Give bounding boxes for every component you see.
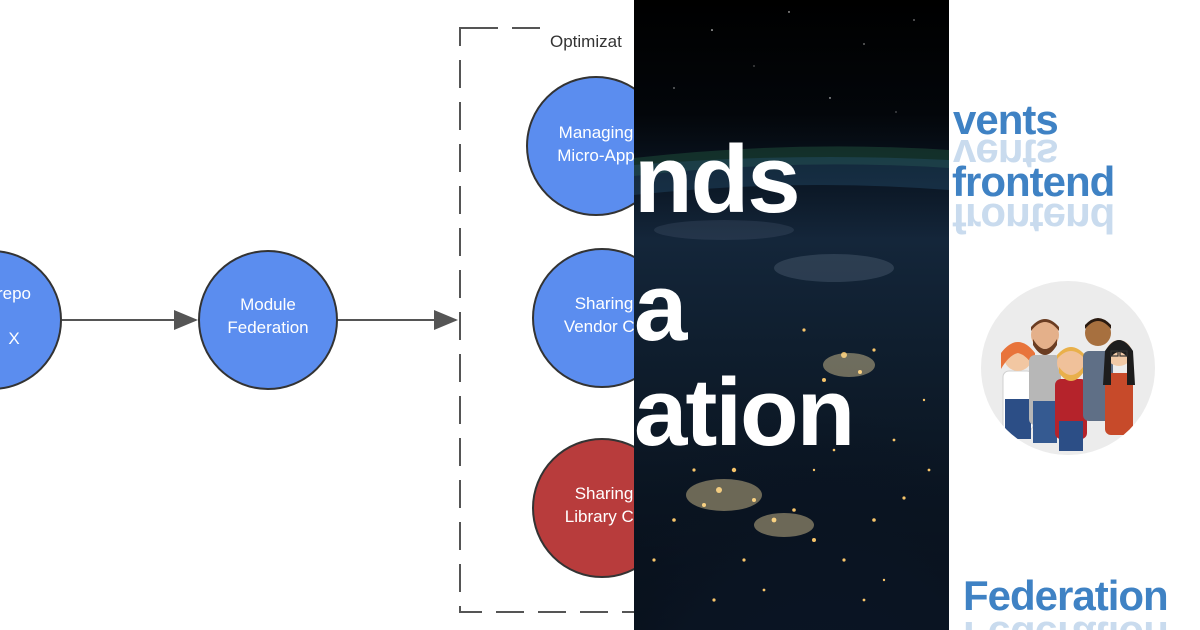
earth-night-cover-image: nds a ation [634,0,949,630]
node-label-line: repo [0,284,31,303]
node-circle [0,250,62,390]
logo-word-frontend-reflection: frontend [952,195,1115,242]
node-label-line: Federation [227,318,308,337]
node-label-line: Vendor Co [564,317,634,336]
cloud [654,220,794,240]
cover-title-line-2: a [634,254,687,361]
logo-word-frontend: frontend [952,158,1115,205]
node-module-federation: Module Federation [198,250,338,390]
city-lights [652,328,931,602]
node-label-line: Managing [559,123,634,142]
group-label: Optimizat [550,32,622,51]
node-managing-micro-apps: Managing Micro-App [526,76,634,216]
optimization-group-box [459,27,634,613]
logo-word-federation-reflection: Federation [963,612,1168,630]
logo-word-federation: Federation [963,572,1169,619]
atmosphere-glow [634,146,949,176]
earth-backdrop [634,11,949,602]
diagram-canvas: Optimizat repo X Module Federation Manag… [0,27,634,613]
federation-logo-panel: vents vents frontend frontend [949,0,1200,630]
node-label-line: Library Co [565,507,634,526]
cover-title-line-3: ation [634,359,855,466]
node-circle [526,76,634,216]
developer-group-illustration [981,281,1155,455]
node-label-line: Sharing [575,294,634,313]
node-label-line: Micro-App [557,146,634,165]
cloud [774,254,894,282]
node-label-line: Module [240,295,296,314]
city-glow [686,353,875,537]
node-monorepo: repo X [0,250,62,390]
node-sharing-library-code: Sharing Library Co [532,438,634,578]
node-sharing-vendor-code: Sharing Vendor Co [532,248,634,388]
horizon-haze [634,156,949,195]
people-icon [1001,318,1135,451]
stars [673,11,915,113]
cover-title-line-1: nds [634,126,801,233]
node-label-line: Sharing [575,484,634,503]
node-circle [532,438,634,578]
node-circle [198,250,338,390]
node-label-line: X [8,329,19,348]
logo-word-events: vents [953,96,1059,143]
architecture-diagram: Optimizat repo X Module Federation Manag… [0,27,634,613]
node-circle [532,248,634,388]
